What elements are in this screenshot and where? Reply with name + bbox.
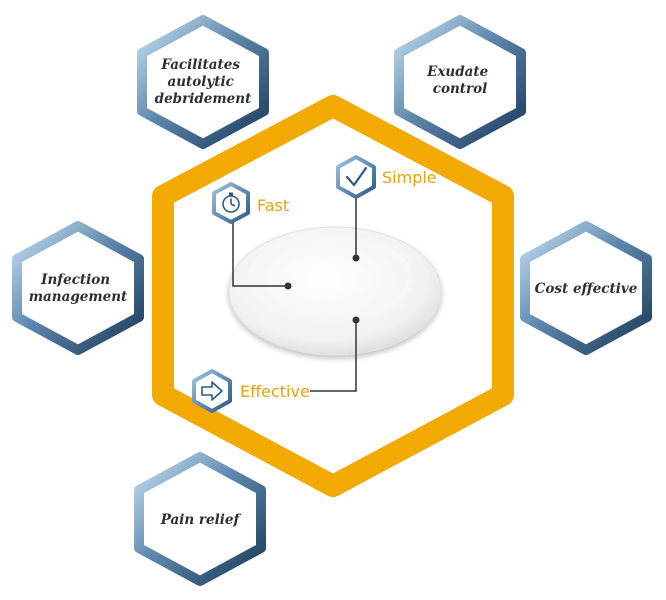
benefit-label-line: Facilitates	[160, 57, 240, 73]
svg-text:Facilitates autolytic: Facilitates autolytic debridement	[155, 57, 252, 107]
benefit-hex-cost: Cost effective	[520, 221, 652, 355]
connector-dot-fast	[284, 282, 292, 290]
benefit-hex-pain: Pain relief	[134, 452, 266, 586]
svg-text:Pain relief: Pain relief	[160, 512, 242, 528]
svg-text:Exudate control: Exudate control	[426, 64, 493, 97]
arrow-right-icon	[192, 369, 232, 413]
connector-fast	[232, 219, 288, 287]
benefit-label-line: management	[29, 289, 128, 305]
benefit-label-line: Cost effective	[535, 281, 638, 297]
benefit-label-line: debridement	[155, 91, 252, 107]
central-hexagon	[152, 95, 514, 497]
benefit-label-line: Pain relief	[160, 512, 242, 528]
connector-dot-effective	[352, 316, 360, 324]
feature-fast: Fast	[212, 182, 289, 224]
benefit-hex-infection: Infection management	[12, 221, 144, 355]
feature-label-simple: Simple	[382, 168, 437, 187]
feature-label-effective: Effective	[240, 382, 310, 401]
connector-effective	[310, 320, 357, 392]
benefit-hex-autolytic: Facilitates autolytic debridement	[137, 15, 269, 149]
feature-simple: Simple	[336, 155, 437, 199]
feature-label-fast: Fast	[257, 196, 289, 215]
feature-effective: Effective	[192, 369, 310, 413]
benefit-label-line: control	[433, 81, 488, 97]
stopwatch-icon	[212, 182, 250, 224]
connector-dot-simple	[352, 254, 360, 262]
benefit-hex-exudate: Exudate control	[394, 15, 526, 149]
benefit-label-line: Exudate	[426, 64, 489, 80]
dressing-pad-image	[228, 226, 442, 356]
svg-text:Cost effective: Cost effective	[535, 281, 638, 297]
benefit-label-line: autolytic	[167, 74, 233, 90]
svg-text:Infection management: Infection management	[29, 272, 128, 305]
benefit-label-line: Infection	[40, 272, 110, 288]
checkmark-icon	[336, 155, 376, 199]
